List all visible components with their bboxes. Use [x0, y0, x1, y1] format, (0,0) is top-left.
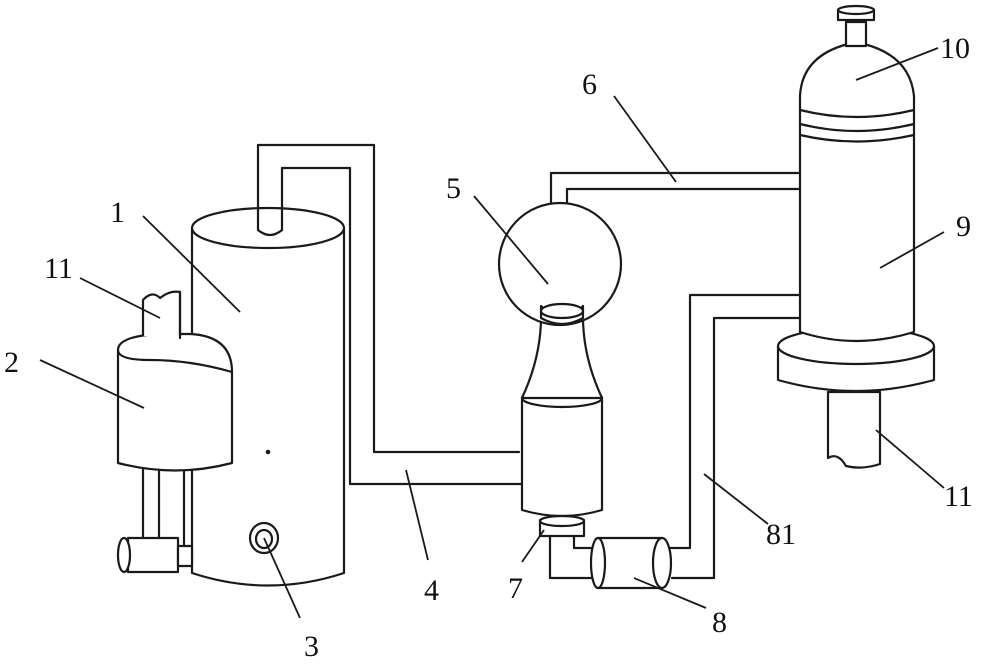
leader-6 [613, 95, 677, 183]
label-11-right: 11 [944, 480, 973, 513]
label-7: 7 [508, 572, 523, 605]
label-2: 2 [4, 346, 19, 379]
leader-lines [39, 47, 945, 619]
label-10: 10 [940, 32, 970, 65]
leader-11-left [79, 277, 161, 319]
pipe-6 [549, 171, 805, 208]
leader-8 [633, 577, 707, 609]
leader-2 [39, 359, 145, 409]
leader-5 [473, 195, 549, 285]
label-1: 1 [110, 196, 125, 229]
column-9 [776, 135, 936, 393]
label-9: 9 [956, 210, 971, 243]
leader-3 [263, 537, 301, 619]
leader-81 [703, 473, 769, 525]
leader-11-right [875, 429, 945, 489]
flask-5 [497, 201, 623, 518]
leader-1 [142, 215, 241, 313]
leader-4 [405, 469, 429, 561]
label-11-left: 11 [44, 252, 73, 285]
leader-10 [855, 47, 939, 81]
stub-11-right [826, 390, 882, 469]
label-6: 6 [582, 68, 597, 101]
label-8: 8 [712, 606, 727, 639]
label-81: 81 [766, 518, 796, 551]
label-3: 3 [304, 630, 319, 663]
coupling-7 [538, 514, 598, 580]
label-4: 4 [424, 574, 439, 607]
part-labels: 1 2 3 4 5 6 7 8 9 10 11 11 81 [4, 32, 973, 663]
stub-11-left [141, 290, 182, 340]
tank-1 [190, 206, 346, 587]
label-5: 5 [446, 172, 461, 205]
leader-7 [521, 529, 545, 563]
cap-10 [798, 4, 916, 143]
pump-8 [589, 536, 673, 590]
leader-9 [879, 231, 945, 269]
